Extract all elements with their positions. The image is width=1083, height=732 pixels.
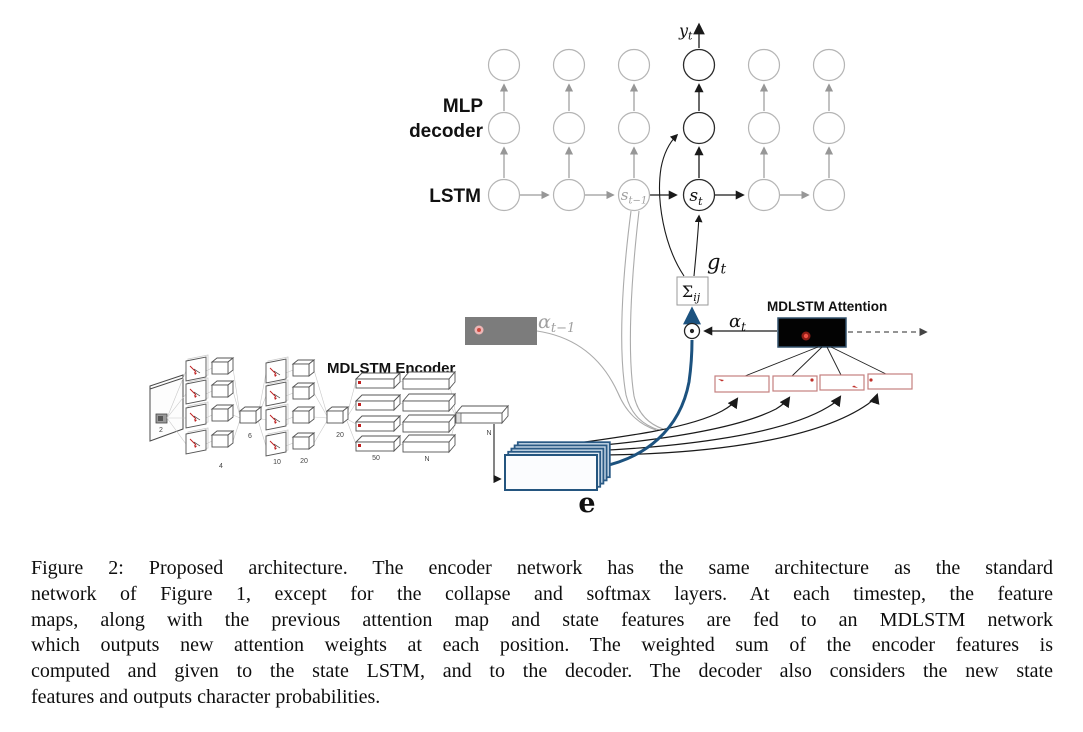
encoder-to-features-arrow xyxy=(493,424,502,484)
decoder-node xyxy=(682,111,716,145)
encoder-num: 2 xyxy=(159,427,163,434)
state-node xyxy=(682,178,716,212)
feature-to-attention-curves xyxy=(555,392,880,456)
output-label: yt xyxy=(678,21,693,43)
mdlstm-encoder: MDLSTM Encoder 2 4 6 10 20 20 xyxy=(149,354,509,484)
lstm-label: LSTM xyxy=(429,186,481,207)
attention-position-boxes xyxy=(714,373,913,393)
architecture-figure: st−1 st yt MLP decoder LSTM Σij gt αt αt… xyxy=(149,21,928,519)
caption-line: network of Figure 1, except for the coll… xyxy=(31,582,1053,605)
figure-caption: Figure 2: Proposed architecture. The enc… xyxy=(31,556,1053,711)
encoder-num: 20 xyxy=(336,432,344,439)
output-node xyxy=(682,48,716,82)
encoder-num: 20 xyxy=(300,458,308,465)
encoder-num: 6 xyxy=(248,433,252,440)
sum-box xyxy=(676,276,709,306)
context-vector-block: Σij gt αt xyxy=(676,250,777,340)
attention-title: MDLSTM Attention xyxy=(767,299,887,314)
g-label: gt xyxy=(707,250,726,278)
encoder-num: 4 xyxy=(219,463,223,470)
mdlstm-attention-block: MDLSTM Attention xyxy=(714,299,928,393)
caption-line: maps, along with the previous attention … xyxy=(31,608,1053,631)
encoder-num: N xyxy=(424,456,429,463)
caption-line: which outputs new attention weights at e… xyxy=(31,634,1053,657)
alpha-cur-label: αt xyxy=(729,311,746,334)
encoder-num: N xyxy=(486,430,491,437)
caption-line: features and outputs character probabili… xyxy=(31,685,381,708)
encoder-num: 50 xyxy=(372,455,380,462)
attention-map-box xyxy=(777,317,847,348)
mlp-label: MLP xyxy=(443,96,483,117)
row-labels: MLP decoder LSTM xyxy=(409,96,484,207)
alpha-prev-label: αt−1 xyxy=(538,311,575,336)
feature-label: e xyxy=(578,488,595,519)
caption-line: computed and given to the state LSTM, an… xyxy=(31,660,1053,683)
decoder-label: decoder xyxy=(409,121,484,142)
sum-label: Σij xyxy=(682,282,701,304)
feature-maps-e: e xyxy=(504,441,611,519)
caption-line: Figure 2: Proposed architecture. The enc… xyxy=(31,557,1053,579)
state-cur-label: st xyxy=(689,186,703,208)
previous-attention-map: αt−1 xyxy=(465,311,575,345)
weighted-sum-path xyxy=(599,306,701,469)
state-prev-label: st−1 xyxy=(621,186,647,207)
decoder-lstm-grid: st−1 st yt xyxy=(487,21,846,277)
state-feedback-curves xyxy=(536,210,664,431)
encoder-num: 10 xyxy=(273,459,281,466)
input-image-plane xyxy=(149,374,184,442)
